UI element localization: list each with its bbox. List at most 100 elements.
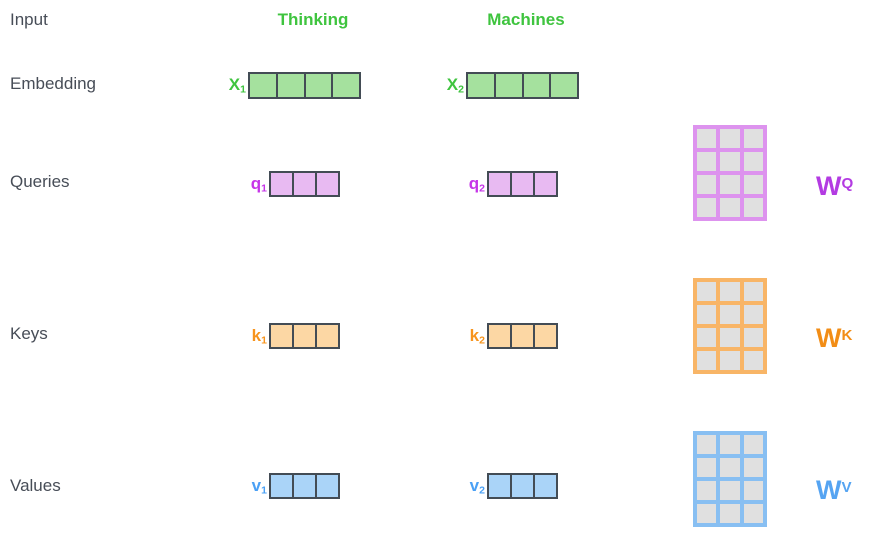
vector-cell — [533, 325, 556, 347]
matrix-symbol: W — [816, 474, 842, 505]
query-vector-q1 — [269, 171, 340, 197]
wq-matrix — [693, 125, 767, 221]
vector-cell — [271, 173, 292, 195]
vector-symbol: v — [251, 476, 262, 495]
vector-cell — [510, 325, 533, 347]
vector-subscript: 1 — [261, 484, 267, 497]
matrix-cell — [720, 458, 740, 477]
query-label-q2: q2 — [443, 174, 485, 198]
value-label-v2: v2 — [443, 476, 485, 500]
vector-cell — [250, 74, 276, 97]
vector-symbol: k — [469, 326, 480, 345]
matrix-cell — [743, 282, 763, 301]
matrix-cell — [720, 152, 740, 171]
vector-cell — [275, 74, 304, 97]
vector-cell — [292, 325, 315, 347]
matrix-cell — [697, 152, 717, 171]
matrix-cell — [743, 152, 763, 171]
row-label-values: Values — [10, 476, 61, 495]
matrix-cell — [743, 175, 763, 194]
matrix-cell — [697, 305, 717, 324]
vector-subscript: 2 — [458, 83, 464, 96]
matrix-cell — [743, 504, 763, 523]
matrix-cell — [697, 282, 717, 301]
matrix-cell — [743, 305, 763, 324]
vector-symbol: v — [469, 476, 480, 495]
wk-matrix — [693, 278, 767, 374]
wk-label: WK — [816, 322, 852, 352]
matrix-cell — [720, 481, 740, 500]
matrix-cell — [720, 504, 740, 523]
embedding-label-x1: X1 — [204, 75, 246, 99]
vector-cell — [271, 325, 292, 347]
query-vector-q2 — [487, 171, 558, 197]
matrix-cell — [743, 458, 763, 477]
value-label-v1: v1 — [225, 476, 267, 500]
vector-cell — [468, 74, 494, 97]
vector-cell — [331, 74, 359, 97]
matrix-cell — [697, 481, 717, 500]
vector-cell — [521, 74, 550, 97]
wv-matrix — [693, 431, 767, 527]
matrix-cell — [743, 481, 763, 500]
vector-cell — [533, 173, 556, 195]
matrix-cell — [720, 129, 740, 148]
vector-cell — [549, 74, 577, 97]
vector-symbol: X — [446, 75, 459, 94]
matrix-cell — [720, 282, 740, 301]
vector-symbol: X — [228, 75, 241, 94]
matrix-cell — [697, 129, 717, 148]
matrix-cell — [697, 328, 717, 347]
vector-subscript: 2 — [479, 484, 485, 497]
token-header-machines: Machines — [487, 10, 565, 29]
query-label-q1: q1 — [225, 174, 267, 198]
row-label-queries: Queries — [10, 172, 70, 191]
vector-symbol: q — [250, 174, 262, 193]
matrix-cell — [743, 351, 763, 370]
matrix-cell — [697, 504, 717, 523]
matrix-cell — [720, 305, 740, 324]
matrix-cell — [743, 129, 763, 148]
embedding-vector-x2 — [466, 72, 579, 99]
vector-cell — [303, 74, 332, 97]
matrix-cell — [720, 175, 740, 194]
vector-subscript: 1 — [240, 83, 246, 96]
matrix-cell — [720, 198, 740, 217]
vector-cell — [510, 173, 533, 195]
vector-cell — [271, 475, 292, 497]
matrix-cell — [697, 458, 717, 477]
vector-cell — [489, 173, 510, 195]
vector-cell — [315, 173, 338, 195]
matrix-cell — [720, 328, 740, 347]
embedding-vector-x1 — [248, 72, 361, 99]
matrix-superscript: Q — [841, 175, 854, 192]
vector-subscript: 2 — [479, 334, 485, 347]
vector-subscript: 1 — [261, 182, 267, 195]
key-vector-k1 — [269, 323, 340, 349]
vector-cell — [292, 475, 315, 497]
value-vector-v2 — [487, 473, 558, 499]
vector-cell — [489, 325, 510, 347]
vector-cell — [510, 475, 533, 497]
value-vector-v1 — [269, 473, 340, 499]
embedding-label-x2: X2 — [422, 75, 464, 99]
matrix-cell — [720, 435, 740, 454]
row-label-keys: Keys — [10, 324, 48, 343]
matrix-cell — [720, 351, 740, 370]
key-vector-k2 — [487, 323, 558, 349]
key-label-k1: k1 — [225, 326, 267, 350]
vector-cell — [533, 475, 556, 497]
key-label-k2: k2 — [443, 326, 485, 350]
vector-symbol: k — [251, 326, 262, 345]
row-label-input: Input — [10, 10, 48, 29]
vector-cell — [292, 173, 315, 195]
vector-cell — [315, 325, 338, 347]
vector-symbol: q — [468, 174, 480, 193]
matrix-cell — [697, 351, 717, 370]
wq-label: WQ — [816, 170, 853, 200]
matrix-symbol: W — [816, 322, 842, 353]
vector-cell — [493, 74, 522, 97]
matrix-superscript: V — [841, 479, 852, 496]
vector-cell — [315, 475, 338, 497]
